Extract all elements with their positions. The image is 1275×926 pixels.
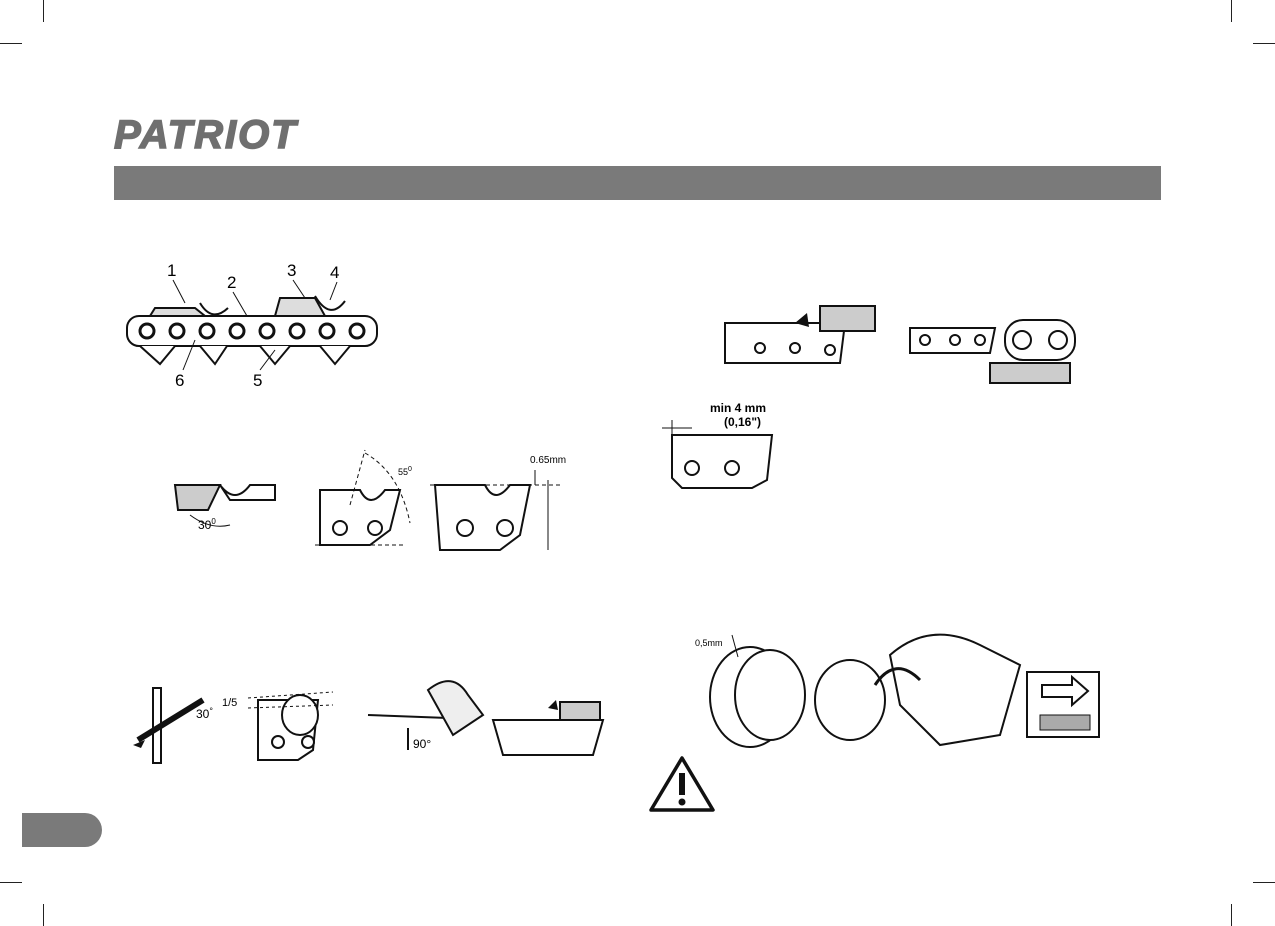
crop-mark xyxy=(43,0,44,22)
callout-1: 1 xyxy=(167,261,176,280)
callout-3: 3 xyxy=(287,261,296,280)
warning-icon xyxy=(649,756,715,812)
svg-text:30°: 30° xyxy=(196,706,213,721)
svg-text:0.65mm: 0.65mm xyxy=(530,455,566,466)
section-header-bar xyxy=(114,166,1161,200)
callout-5: 5 xyxy=(253,371,262,390)
svg-text:min 4 mm: min 4 mm xyxy=(710,401,766,415)
patriot-logo: PATRIOT xyxy=(113,112,299,154)
callout-2: 2 xyxy=(227,273,236,292)
chain-file-figure xyxy=(724,305,1076,384)
sprocket-figure: 0,5mm xyxy=(695,633,1100,748)
crop-mark xyxy=(1253,43,1275,44)
svg-text:1/5: 1/5 xyxy=(222,697,237,709)
crop-mark xyxy=(0,43,22,44)
crop-mark xyxy=(1253,882,1275,883)
svg-text:90°: 90° xyxy=(413,737,431,751)
crop-mark xyxy=(0,882,22,883)
chain-parts-figure: 1 2 3 4 5 6 xyxy=(126,261,378,390)
crop-mark xyxy=(1231,904,1232,926)
svg-text:300: 300 xyxy=(198,517,216,532)
svg-text:(0,16"): (0,16") xyxy=(724,415,761,429)
cutter-angles-figure: 300 550 0.65mm xyxy=(173,449,566,551)
sharpening-figure: 30° 1/5 90° xyxy=(133,680,605,764)
svg-text:0,5mm: 0,5mm xyxy=(695,638,723,648)
svg-text:550: 550 xyxy=(398,466,412,477)
callout-6: 6 xyxy=(175,371,184,390)
crop-mark xyxy=(1231,0,1232,22)
svg-text:PATRIOT: PATRIOT xyxy=(114,113,299,154)
arrow-icon xyxy=(1041,674,1090,708)
crop-mark xyxy=(43,904,44,926)
callout-4: 4 xyxy=(330,263,339,282)
page-number-tab xyxy=(22,813,102,847)
min-cutter-figure: min 4 mm (0,16") xyxy=(662,401,774,489)
